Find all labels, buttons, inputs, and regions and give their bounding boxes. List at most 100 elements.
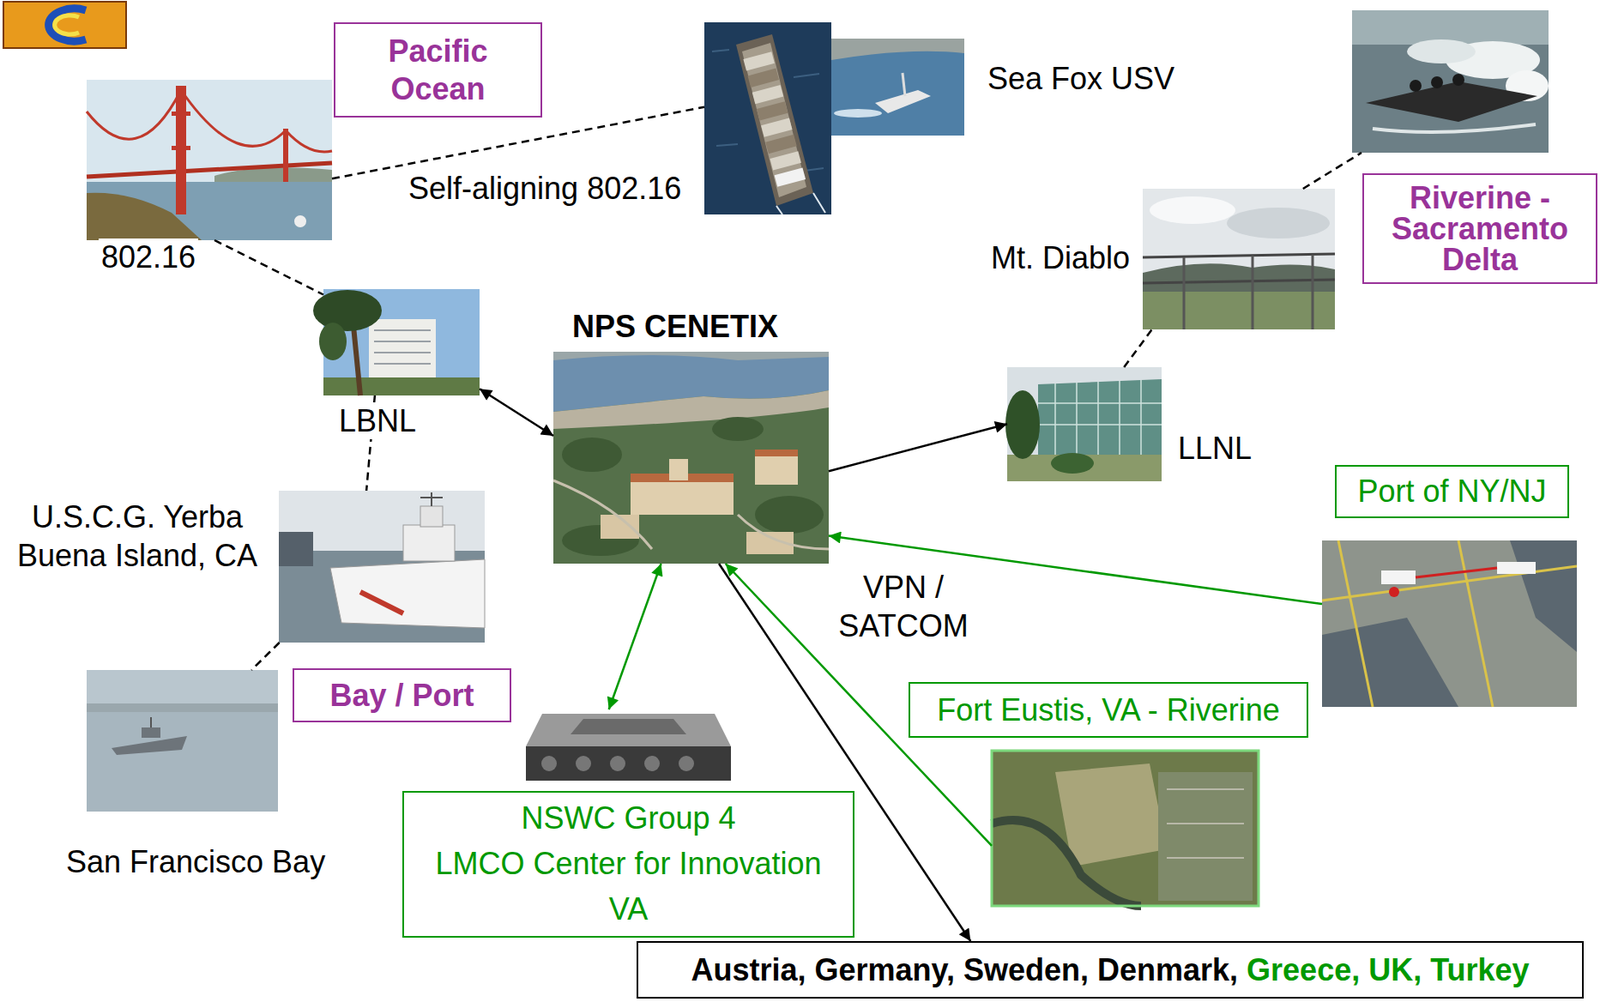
mt-diablo-photo-part — [1183, 254, 1313, 330]
connector-arrow — [828, 423, 1008, 471]
dashed-link — [251, 642, 280, 671]
fort-eustis-map-image-part — [1166, 789, 1244, 858]
fort-eustis-map-image — [991, 750, 1259, 906]
region-box: Pacific Ocean — [333, 22, 543, 118]
fort-eustis-map-image-part — [991, 750, 1259, 906]
fort-eustis-map-image-part — [1055, 763, 1167, 867]
nps-campus-photo-part — [561, 437, 622, 472]
nswc-vehicle-image-part — [570, 718, 687, 735]
golden-gate-photo-part — [86, 181, 333, 241]
port-map-image-part — [1322, 617, 1459, 707]
port-map-image-part — [1497, 561, 1536, 574]
riverine-boat-photo-part — [1365, 81, 1538, 122]
nps-campus-photo-part — [754, 495, 824, 534]
golden-gate-photo-part — [171, 111, 191, 116]
nps-campus-photo-part — [553, 351, 829, 361]
port-map-image-part — [1322, 540, 1577, 707]
riverine-boat-photo-part — [1372, 124, 1536, 133]
nps-campus-photo-part — [553, 351, 829, 564]
sf-bay-photo-part — [111, 736, 188, 755]
fort-eustis-map-image-part — [1158, 772, 1253, 901]
golden-gate-photo-part — [294, 215, 307, 228]
container-ship-photo-part-part — [774, 167, 806, 187]
golden-gate-photo — [86, 79, 333, 241]
container-ship-photo-part-part — [769, 150, 801, 170]
sea-fox-photo — [831, 38, 965, 136]
riverine-boat-photo-part — [1409, 79, 1422, 92]
photo-caption: San Francisco Bay — [63, 843, 328, 881]
uscg-ship-photo-part — [403, 525, 455, 562]
nps-campus-photo-part — [553, 480, 829, 550]
container-ship-photo-part-part — [748, 68, 779, 88]
link-label: Self-aligning 802.16 — [405, 171, 684, 206]
sea-fox-photo-part — [831, 38, 965, 61]
photo-node: Riverine - Sacramento Delta — [1352, 10, 1549, 153]
container-ship-photo-part — [776, 193, 826, 215]
photo-caption: LLNL — [1175, 429, 1255, 467]
photo-node: LBNL — [323, 289, 480, 396]
container-ship-photo — [704, 22, 832, 215]
fort-eustis-map-image-part — [991, 820, 1142, 906]
label-box: Port of NY/NJ — [1334, 464, 1570, 519]
photo-node: 802.16 — [86, 79, 333, 241]
logo-part — [48, 8, 86, 42]
box-label: Bay / Port — [329, 676, 474, 714]
uscg-ship-photo-part — [330, 559, 485, 628]
container-ship-photo-part — [742, 42, 807, 198]
nswc-vehicle-image-part — [609, 755, 626, 772]
photo-node: LLNL — [1007, 367, 1162, 482]
uscg-ship-photo-part — [420, 492, 443, 507]
golden-gate-photo-part — [283, 128, 289, 182]
nswc-vehicle-image-part — [575, 755, 592, 772]
photo-node: NPS CENETIX — [553, 351, 829, 564]
photo-caption: U.S.C.G. Yerba Buena Island, CA — [10, 497, 265, 575]
logo-part — [3, 1, 127, 49]
nps-campus-photo-part — [754, 449, 798, 457]
riverine-boat-photo — [1352, 10, 1549, 153]
mt-diablo-photo-part — [1142, 291, 1335, 330]
nps-campus-photo-part — [754, 454, 798, 485]
port-map-image-part — [1322, 540, 1577, 707]
photo-caption: Sea Fox USV — [984, 60, 1178, 97]
photo-node: San Francisco Bay — [86, 670, 278, 812]
dashed-link — [332, 107, 705, 180]
sea-fox-photo-part — [902, 72, 906, 97]
photo-caption: LBNL — [336, 402, 419, 440]
nswc-vehicle-image-part — [678, 755, 695, 772]
container-ship-photo-part — [704, 22, 832, 215]
sf-bay-photo-part — [86, 670, 278, 812]
nswc-vehicle-image-part — [541, 755, 557, 772]
logo-part — [3, 1, 127, 49]
port-map-image-part — [1388, 586, 1400, 598]
riverine-boat-photo-part — [1352, 10, 1549, 45]
map-node: Fort Eustis, VA - Riverine — [991, 750, 1259, 906]
box-label: LMCO Center for Innovation — [434, 841, 822, 888]
mt-diablo-photo-part — [1226, 207, 1330, 239]
sf-bay-photo-part — [86, 703, 278, 713]
container-ship-photo-part-part — [752, 84, 784, 104]
port-map-image — [1322, 540, 1577, 707]
riverine-boat-photo-part — [1430, 76, 1444, 89]
nswc-vehicle-image-part — [644, 755, 660, 772]
lbnl-photo-part — [368, 319, 436, 380]
mt-diablo-photo-part — [1142, 263, 1335, 292]
llnl-photo-part — [1050, 452, 1094, 474]
sf-bay-photo — [86, 670, 278, 812]
photo-caption: Mt. Diablo — [988, 239, 1133, 277]
sea-fox-photo-part — [875, 90, 931, 114]
box-label: Austria, Germany, Sweden, Denmark, — [690, 951, 1238, 989]
nps-campus-photo-part — [669, 458, 689, 481]
image-node: NSWC Group 4LMCO Center for InnovationVA — [525, 709, 731, 781]
nswc-vehicle-image-part — [525, 746, 731, 781]
photo-caption: 802.16 — [98, 238, 199, 276]
llnl-photo-part — [1005, 390, 1040, 459]
logo-part — [54, 15, 79, 35]
llnl-photo — [1005, 367, 1162, 482]
lbnl-photo — [313, 289, 480, 396]
photo-node: Sea Fox USV — [704, 22, 965, 215]
riverine-boat-photo-part — [1352, 10, 1549, 153]
sf-bay-photo-part — [150, 717, 152, 728]
uscg-ship-photo-part — [360, 591, 404, 614]
label-box: NSWC Group 4LMCO Center for InnovationVA — [402, 790, 855, 938]
